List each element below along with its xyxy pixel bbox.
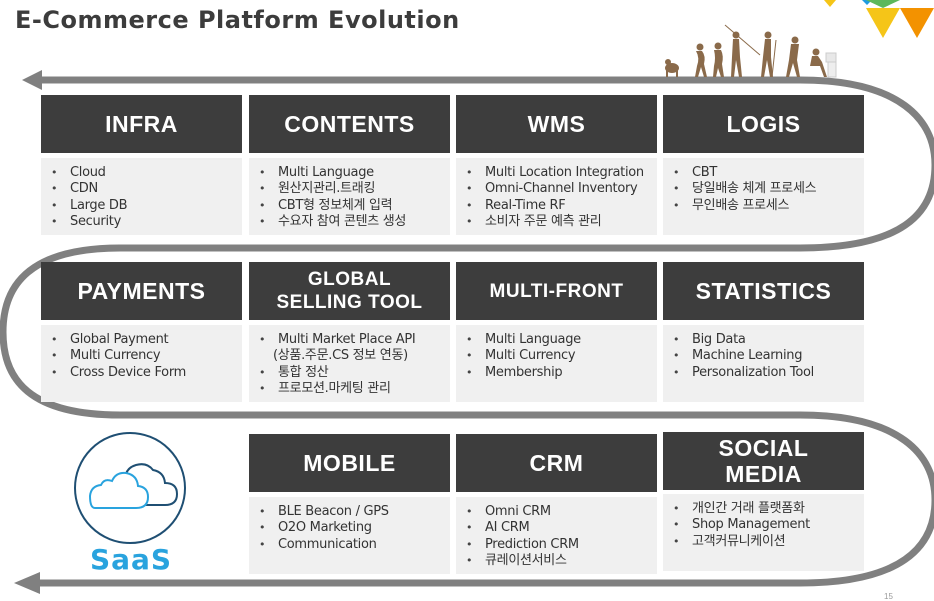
list-item: BLE Beacon / GPS <box>259 504 444 521</box>
card-body-social-media: 개인간 거래 플랫폼화 Shop Management 고객커뮤니케이션 <box>663 494 864 571</box>
saas-badge: SaaS <box>73 432 189 580</box>
card-header-logis: LOGIS <box>663 95 864 153</box>
list-item: 고객커뮤니케이션 <box>673 534 858 551</box>
card-body-contents: Multi Language 원산지관리.트래킹 CBT형 정보체계 입력 수요… <box>249 158 450 235</box>
saas-label: SaaS <box>89 543 173 576</box>
card-header-statistics: STATISTICS <box>663 262 864 320</box>
arrow-head-top <box>22 70 42 90</box>
list-item: 통합 정산 <box>259 365 444 382</box>
card-body-crm: Omni CRM AI CRM Prediction CRM 큐레이션서비스 <box>456 497 657 574</box>
header-line-2: MEDIA <box>725 461 802 487</box>
list-item: Machine Learning <box>673 348 858 365</box>
card-header-social-media: SOCIAL MEDIA <box>663 432 864 490</box>
header-line-1: SOCIAL <box>718 435 809 461</box>
card-header-global-selling-tool: GLOBAL SELLING TOOL <box>249 262 450 320</box>
list-item-continuation: (상품.주문.CS 정보 연동) <box>273 348 408 364</box>
list-item: CDN <box>51 181 236 198</box>
list-item: 원산지관리.트래킹 <box>259 181 444 198</box>
list-item: Omni CRM <box>466 504 651 521</box>
list-item: Cloud <box>51 165 236 182</box>
list-item: Security <box>51 214 236 231</box>
card-header-contents: CONTENTS <box>249 95 450 153</box>
list-item: Cross Device Form <box>51 365 236 382</box>
list-item: 개인간 거래 플랫폼화 <box>673 501 858 518</box>
list-item: Membership <box>466 365 651 382</box>
card-body-global-selling-tool: Multi Market Place API (상품.주문.CS 정보 연동) … <box>249 325 450 402</box>
card-header-crm: CRM <box>456 434 657 492</box>
list-item: Multi Language <box>466 332 651 349</box>
list-item: Global Payment <box>51 332 236 349</box>
card-body-wms: Multi Location Integration Omni-Channel … <box>456 158 657 235</box>
list-item: Multi Currency <box>466 348 651 365</box>
cloud-icon <box>74 432 186 544</box>
list-item: 큐레이션서비스 <box>466 553 651 570</box>
header-line-2: SELLING TOOL <box>276 292 423 313</box>
card-header-mobile: MOBILE <box>249 434 450 492</box>
card-header-multi-front: MULTI-FRONT <box>456 262 657 320</box>
list-item: O2O Marketing <box>259 520 444 537</box>
list-item: Omni-Channel Inventory <box>466 181 651 198</box>
card-body-mobile: BLE Beacon / GPS O2O Marketing Communica… <box>249 497 450 574</box>
list-item: Large DB <box>51 198 236 215</box>
list-item: Multi Location Integration <box>466 165 651 182</box>
page-number: 15 <box>884 592 893 601</box>
list-item: Multi Currency <box>51 348 236 365</box>
card-body-logis: CBT 당일배송 체계 프로세스 무인배송 프로세스 <box>663 158 864 235</box>
list-item: Personalization Tool <box>673 365 858 382</box>
list-item: Prediction CRM <box>466 537 651 554</box>
list-item: 무인배송 프로세스 <box>673 198 858 215</box>
list-item: CBT <box>673 165 858 182</box>
card-body-infra: Cloud CDN Large DB Security <box>41 158 242 235</box>
list-item: Multi Language <box>259 165 444 182</box>
card-body-multi-front: Multi Language Multi Currency Membership <box>456 325 657 402</box>
card-body-payments: Global Payment Multi Currency Cross Devi… <box>41 325 242 402</box>
card-header-wms: WMS <box>456 95 657 153</box>
list-item: 당일배송 체계 프로세스 <box>673 181 858 198</box>
list-item: Multi Market Place API <box>259 332 444 349</box>
card-body-statistics: Big Data Machine Learning Personalizatio… <box>663 325 864 402</box>
list-item: Communication <box>259 537 444 554</box>
list-item: Big Data <box>673 332 858 349</box>
header-line-1: GLOBAL <box>307 269 392 290</box>
list-item: 수요자 참여 콘텐츠 생성 <box>259 214 444 231</box>
card-header-infra: INFRA <box>41 95 242 153</box>
list-item: AI CRM <box>466 520 651 537</box>
card-header-payments: PAYMENTS <box>41 262 242 320</box>
arrow-head-bottom <box>14 572 40 594</box>
page-title: E-Commerce Platform Evolution <box>15 6 460 34</box>
list-item: Real-Time RF <box>466 198 651 215</box>
list-item: Shop Management <box>673 517 858 534</box>
list-item: CBT형 정보체계 입력 <box>259 198 444 215</box>
list-item: 프로모션.마케팅 관리 <box>259 381 444 398</box>
list-item: 소비자 주문 예측 관리 <box>466 214 651 231</box>
